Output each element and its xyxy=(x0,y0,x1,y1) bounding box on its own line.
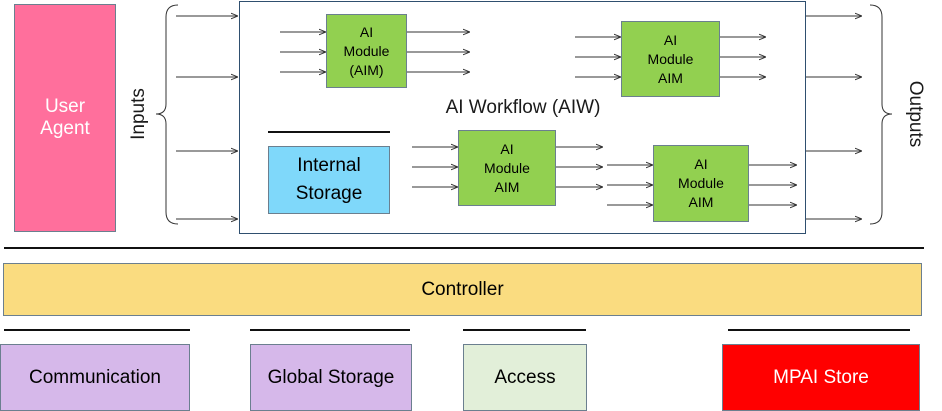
ai-module-2: AI Module AIM xyxy=(621,21,720,97)
ai-workflow-container xyxy=(239,1,806,234)
controller-block: Controller xyxy=(3,263,922,316)
ai-module-4: AI Module AIM xyxy=(653,145,749,222)
internal-storage-block: Internal Storage xyxy=(268,146,390,214)
inputs-brace xyxy=(155,4,179,225)
outputs-label: Outputs xyxy=(905,80,926,148)
inputs-label: Inputs xyxy=(128,88,149,140)
communication-block: Communication xyxy=(0,344,190,411)
mpai-store-block: MPAI Store xyxy=(722,344,920,411)
ai-module-1: AI Module (AIM) xyxy=(326,14,407,88)
access-block: Access xyxy=(463,344,587,411)
outputs-brace xyxy=(869,4,893,225)
global-storage-block: Global Storage xyxy=(250,344,412,411)
workflow-title: AI Workflow (AIW) xyxy=(445,97,601,118)
ai-module-3: AI Module AIM xyxy=(458,130,556,206)
user-agent-block: User Agent xyxy=(14,4,116,232)
